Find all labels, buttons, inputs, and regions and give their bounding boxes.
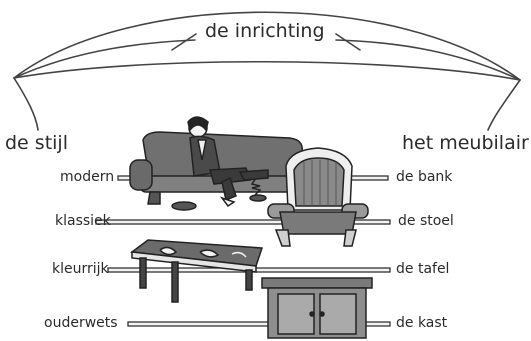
adjective-label-ouderwets: ouderwets [44, 315, 118, 331]
diagram-title: de inrichting [205, 20, 325, 42]
inner-arc-right [335, 39, 521, 81]
drop-left [13, 77, 39, 131]
drop-right [487, 79, 521, 131]
coffee-table-illustration [130, 239, 264, 303]
noun-label-tafel: de tafel [396, 261, 450, 277]
category-right-label: het meubilair [402, 132, 529, 154]
inner-arc-left [13, 39, 196, 79]
title-slash-left [171, 33, 197, 51]
category-left-label: de stijl [5, 132, 68, 154]
noun-label-kast: de kast [396, 315, 448, 331]
noun-label-bank: de bank [396, 169, 453, 185]
cabinet-illustration [261, 277, 373, 339]
adjective-label-klassiek: klassiek [55, 213, 111, 229]
bar-ouderwets [127, 321, 391, 327]
armchair-illustration [267, 147, 369, 247]
adjective-label-kleurrijk: kleurrijk [52, 261, 109, 277]
outer-arc [13, 11, 521, 81]
noun-label-stoel: de stoel [398, 213, 454, 229]
bar-klassiek [95, 219, 391, 225]
arc-lines [13, 11, 521, 131]
title-slash-right [335, 33, 361, 51]
inner-arc-bottom [13, 60, 521, 81]
adjective-label-modern: modern [60, 169, 115, 185]
